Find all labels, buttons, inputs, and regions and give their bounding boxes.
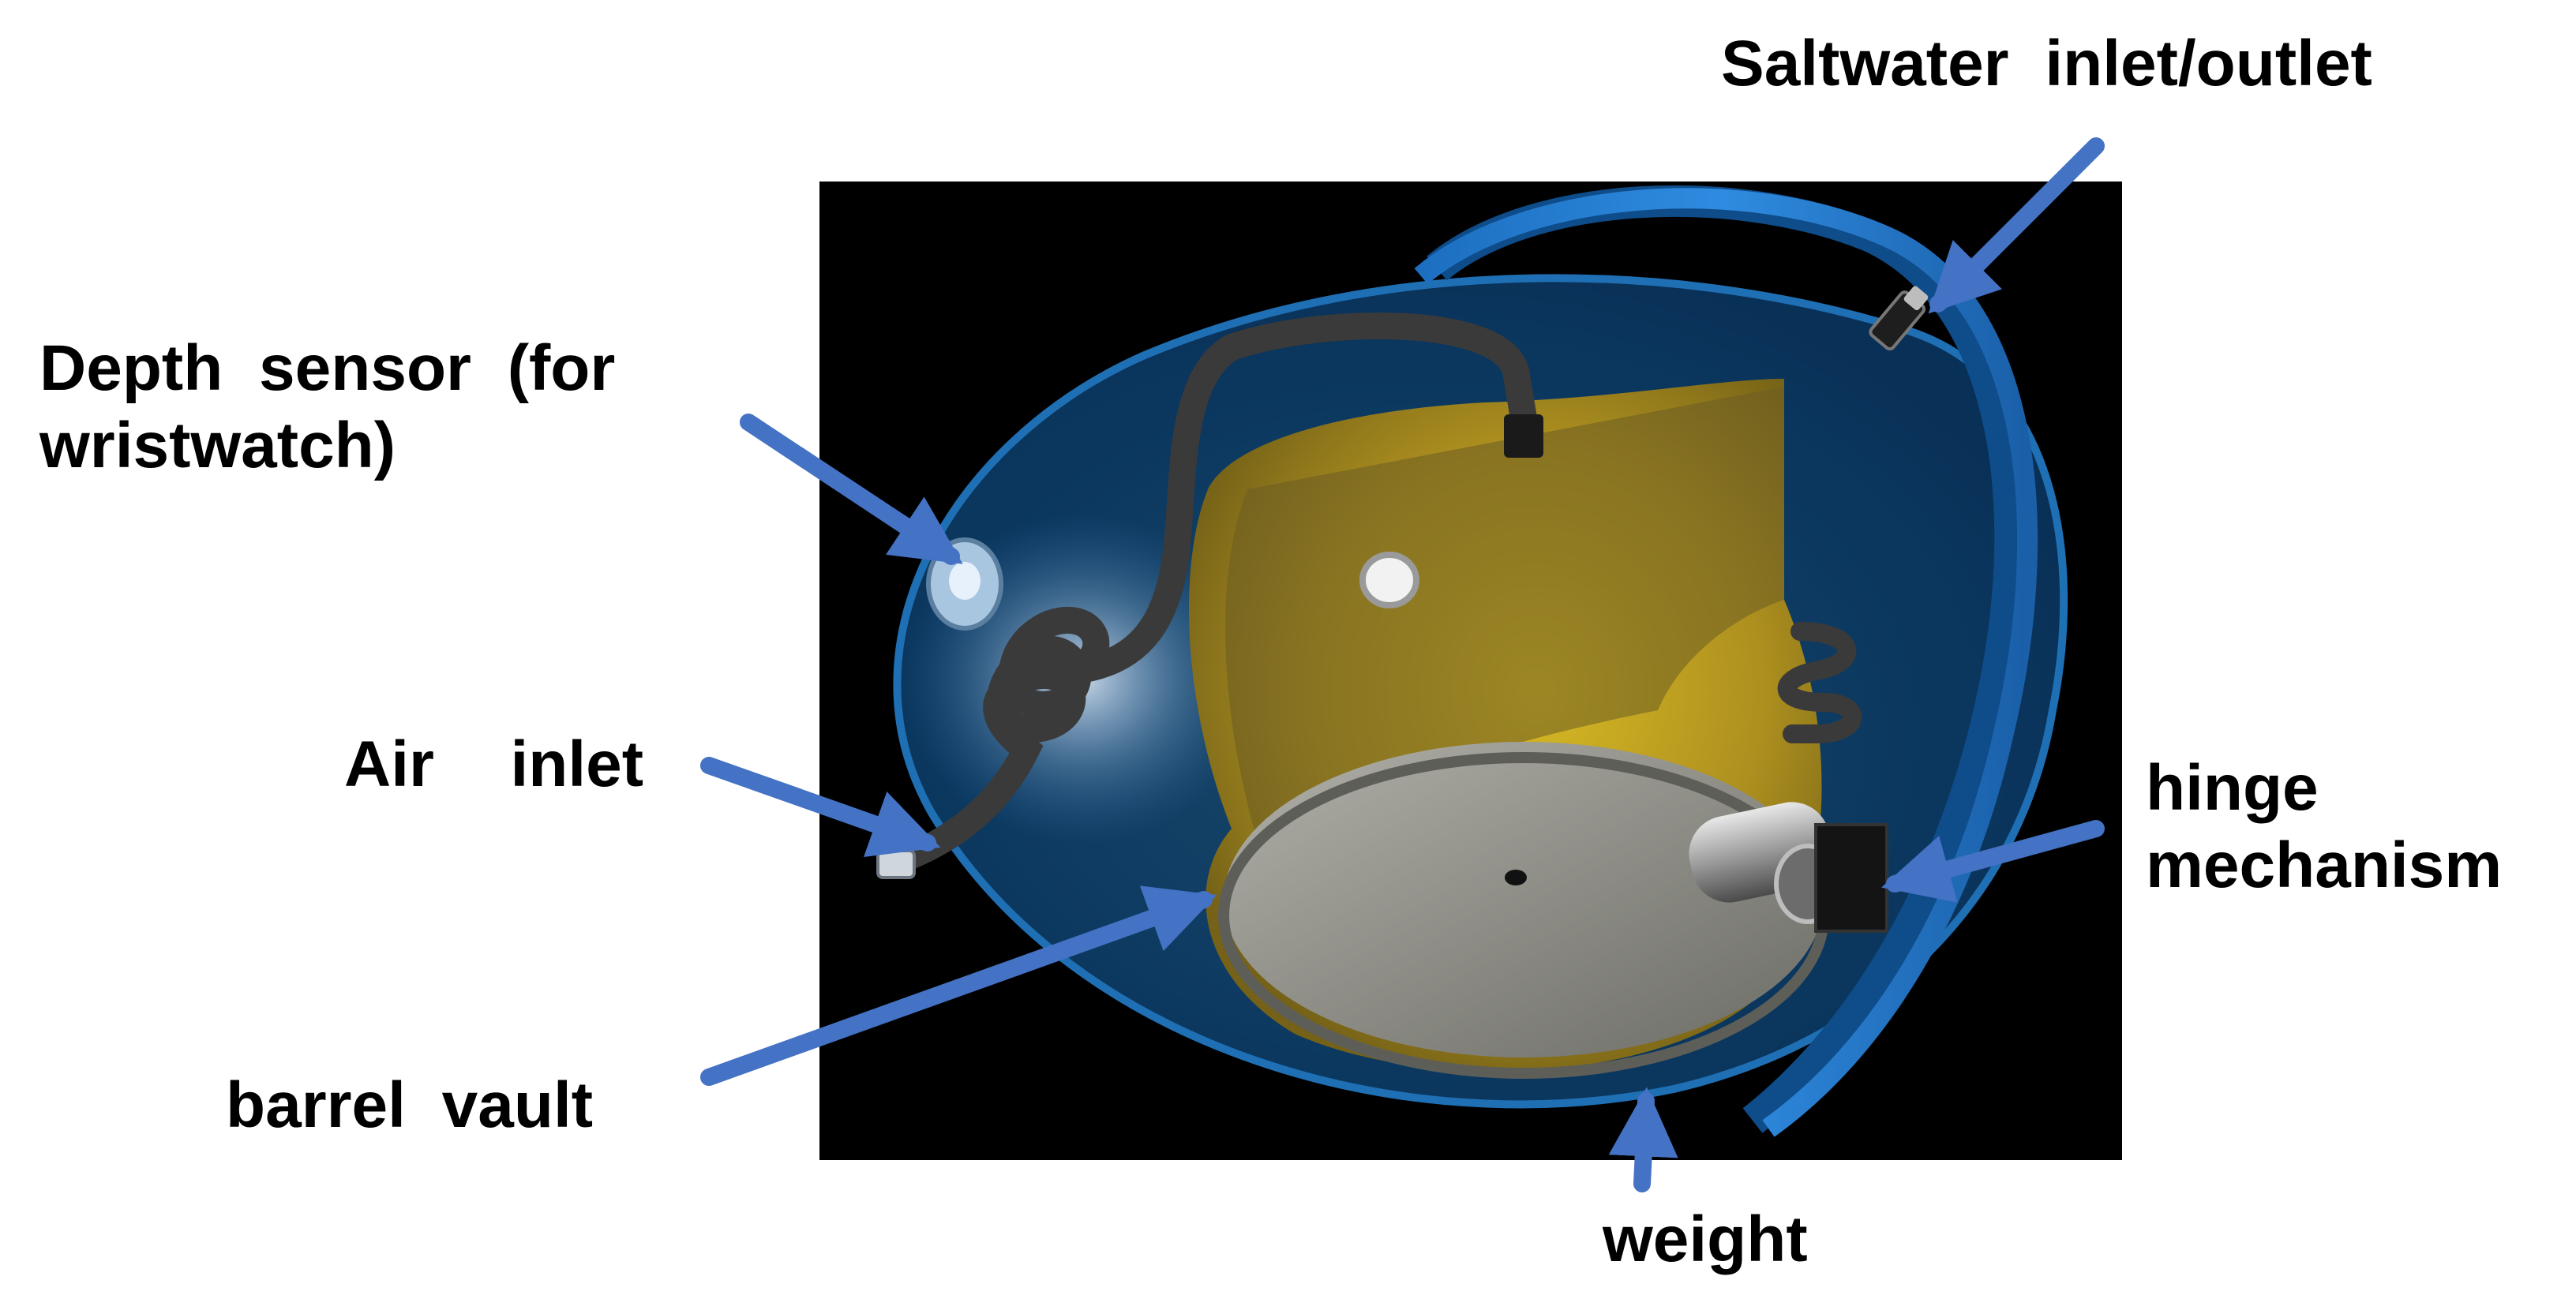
air-hose xyxy=(887,312,1537,874)
label-weight: weight xyxy=(1603,1203,1808,1275)
label-saltwater-inlet-outlet: Saltwater inlet/outlet xyxy=(1721,28,2372,99)
arrow-barrel-vault xyxy=(700,885,1217,1086)
label-depth-sensor-line2: wristwatch) xyxy=(39,410,396,482)
label-depth-sensor-line1: Depth sensor (for xyxy=(39,332,616,404)
weight-plate-hole xyxy=(1505,870,1527,885)
arrow-saltwater xyxy=(1928,137,2105,314)
hose-connector xyxy=(1504,414,1543,458)
label-hinge-line2: mechanism xyxy=(2146,829,2503,902)
right-hose-coil xyxy=(1777,622,1862,743)
hinge-block-icon xyxy=(1689,802,1888,933)
arrow-air-inlet xyxy=(700,757,941,857)
label-hinge-line1: hinge xyxy=(2146,752,2319,824)
air-inlet-nozzle-icon xyxy=(876,849,916,879)
vault-window xyxy=(1359,552,1419,608)
label-depth-sensor: Depth sensor (for wristwatch) xyxy=(39,330,615,485)
saltwater-nozzle-icon xyxy=(1869,286,1929,351)
arrow-depth-sensor xyxy=(740,414,963,565)
label-air-inlet: Air inlet xyxy=(344,728,644,800)
arrow-weight xyxy=(1608,1087,1678,1192)
label-hinge-mechanism: hinge mechanism xyxy=(2146,750,2502,905)
arrow-hinge xyxy=(1881,820,2105,903)
weight-plate xyxy=(1224,742,1824,1057)
rim-ring-front xyxy=(1414,188,2038,1137)
barrel-vault-inner xyxy=(1225,387,1784,860)
label-barrel-vault: barrel vault xyxy=(226,1069,594,1141)
